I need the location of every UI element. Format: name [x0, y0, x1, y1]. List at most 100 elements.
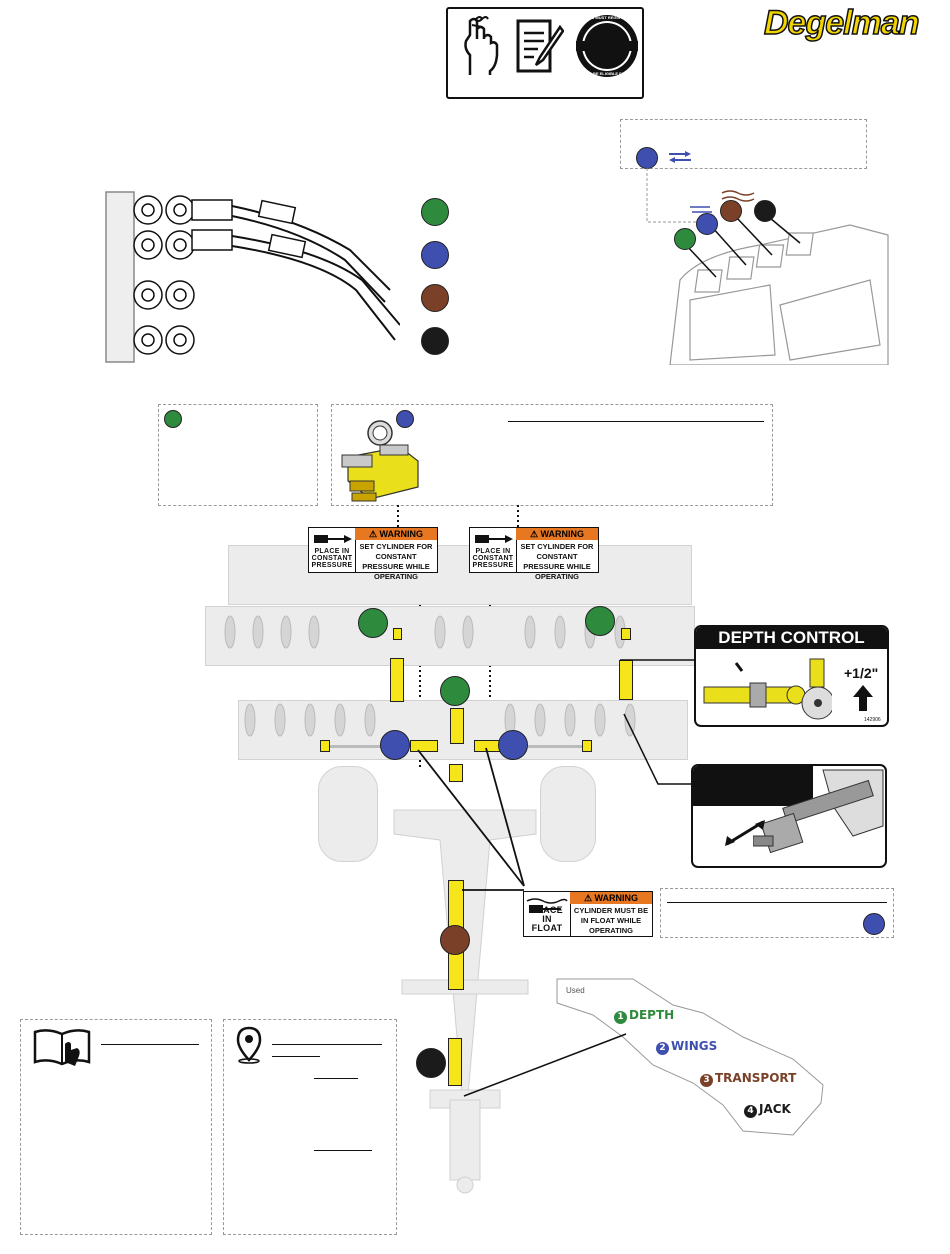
value-underline: [314, 1078, 358, 1079]
wing-cylinder-right: [582, 740, 592, 752]
photo-label-bar: [693, 766, 813, 806]
cylinder-stop-illustration: [753, 769, 884, 854]
placard-text: PLACE IN CONSTANT PRESSURE: [311, 548, 353, 569]
depth-center-dot: [440, 676, 470, 706]
depth-color-dot: [421, 198, 449, 226]
implement-frame-rear-gangs: [228, 545, 692, 605]
heading-underline: [272, 1056, 320, 1057]
location-info-box: [223, 1019, 397, 1235]
warning-decal-float: PLACE IN FLOAT ⚠ WARNING CYLINDER MUST B…: [523, 891, 653, 937]
part-number: 142906: [864, 717, 881, 723]
wings-info-box: [620, 119, 867, 169]
tag-text: TRANSPORT: [715, 1071, 797, 1085]
wings-color-dot: [863, 913, 885, 935]
warning-text: CYLINDER MUST BE IN FLOAT WHILE OPERATIN…: [573, 906, 649, 935]
depth-stop-photo: [691, 764, 887, 868]
seal-bottom-text: TO BE ELIGIBLE FOR: [586, 71, 628, 76]
tag-number: 3: [700, 1074, 713, 1087]
warning-header: ⚠ WARNING: [355, 528, 437, 540]
warning-text: SET CYLINDER FOR CONSTANT PRESSURE WHILE…: [359, 542, 433, 581]
valve-assembly-icon: [341, 420, 419, 502]
jack-lever-dot: [754, 200, 776, 222]
tire-right: [540, 766, 596, 862]
register-reminder-box: YOU MUST REGISTER TO BE ELIGIBLE FOR: [446, 7, 644, 99]
tag-number: 1: [614, 1011, 627, 1024]
wings-color-dot: [421, 241, 449, 269]
depth-cylinder-center-lower: [449, 764, 463, 782]
wing-cylinder-left-body: [410, 740, 438, 752]
wing-cylinder-left: [320, 740, 330, 752]
manual-info-box: [20, 1019, 212, 1235]
disc-blades: [224, 615, 636, 737]
wings-lever-dot: [696, 213, 718, 235]
depth-cylinder-center: [450, 708, 464, 744]
depth-color-dot: [164, 410, 182, 428]
jack-dot: [416, 1048, 446, 1078]
tag-leader: [463, 1033, 627, 1097]
warning-decal-left: PLACE IN CONSTANT PRESSURE ⚠ WARNING SET…: [308, 527, 438, 581]
photo-leader: [623, 713, 692, 785]
depth-stop-illustration: [703, 658, 832, 720]
finger-string-icon: [464, 16, 499, 75]
location-pin-icon: [236, 1026, 262, 1064]
warning-header: ⚠ WARNING: [570, 892, 652, 904]
depth-info-box: [158, 404, 318, 506]
float-info-box: [660, 888, 894, 938]
double-arrow-icon: [669, 151, 691, 163]
warning-header: ⚠ WARNING: [516, 528, 598, 540]
degelman-logo: Degelman: [763, 3, 920, 43]
leader-line: [646, 168, 703, 223]
jack-cylinder: [448, 1038, 462, 1086]
hose-tag-label: Used: [566, 986, 585, 995]
depth-control-title: DEPTH CONTROL: [696, 627, 887, 649]
depth-leader: [620, 659, 696, 661]
depth-cylinder-right-rod: [621, 628, 631, 640]
wing-rod-right: [528, 745, 584, 748]
depth-right-dot: [585, 606, 615, 636]
transport-color-dot: [421, 284, 449, 312]
hitch-tongue: [393, 809, 537, 1194]
depth-lever-dot: [674, 228, 696, 250]
heading-underline: [272, 1044, 382, 1045]
dotted-leaders: [397, 505, 519, 770]
wing-rod-left: [330, 745, 386, 748]
double-arrow-icon: [725, 820, 765, 846]
value-underline: [314, 1150, 372, 1151]
wings-color-dot: [636, 147, 658, 169]
heading-underline: [667, 902, 887, 903]
tag-number: 2: [656, 1042, 669, 1055]
up-arrow-icon: [853, 685, 873, 711]
tag-text: JACK: [759, 1102, 791, 1116]
float-leader-lines: [417, 747, 525, 891]
wings-valve-info-box: [331, 404, 773, 506]
placard-text: PLACE IN FLOAT: [530, 905, 563, 933]
hose-couplers-image: [105, 191, 400, 363]
register-seal-icon: [576, 15, 638, 77]
tire-left: [318, 766, 378, 862]
depth-left-dot: [358, 608, 388, 638]
depth-control-decal: DEPTH CONTROL +1/2" 142906: [694, 625, 889, 727]
depth-cylinder-left-rod: [393, 628, 402, 640]
jack-color-dot: [421, 327, 449, 355]
warning-decal-right: PLACE IN CONSTANT PRESSURE ⚠ WARNING SET…: [469, 527, 599, 581]
tractor-console-image: [669, 190, 889, 365]
transport-lever-dot: [720, 200, 742, 222]
placard-text: PLACE IN CONSTANT PRESSURE: [472, 548, 514, 569]
tag-number: 4: [744, 1105, 757, 1118]
depth-measure: +1/2": [844, 665, 879, 681]
transport-dot: [440, 925, 470, 955]
tag-text: WINGS: [671, 1039, 718, 1053]
heading-underline: [508, 421, 764, 422]
depth-cylinder-left: [390, 658, 404, 702]
seal-top-text: YOU MUST REGISTER: [585, 15, 629, 20]
tag-text: DEPTH: [629, 1008, 675, 1022]
warning-text: SET CYLINDER FOR CONSTANT PRESSURE WHILE…: [520, 542, 594, 581]
manual-book-icon: [33, 1029, 91, 1066]
wings-right-dot: [498, 730, 528, 760]
wings-left-dot: [380, 730, 410, 760]
heading-underline: [101, 1044, 199, 1045]
